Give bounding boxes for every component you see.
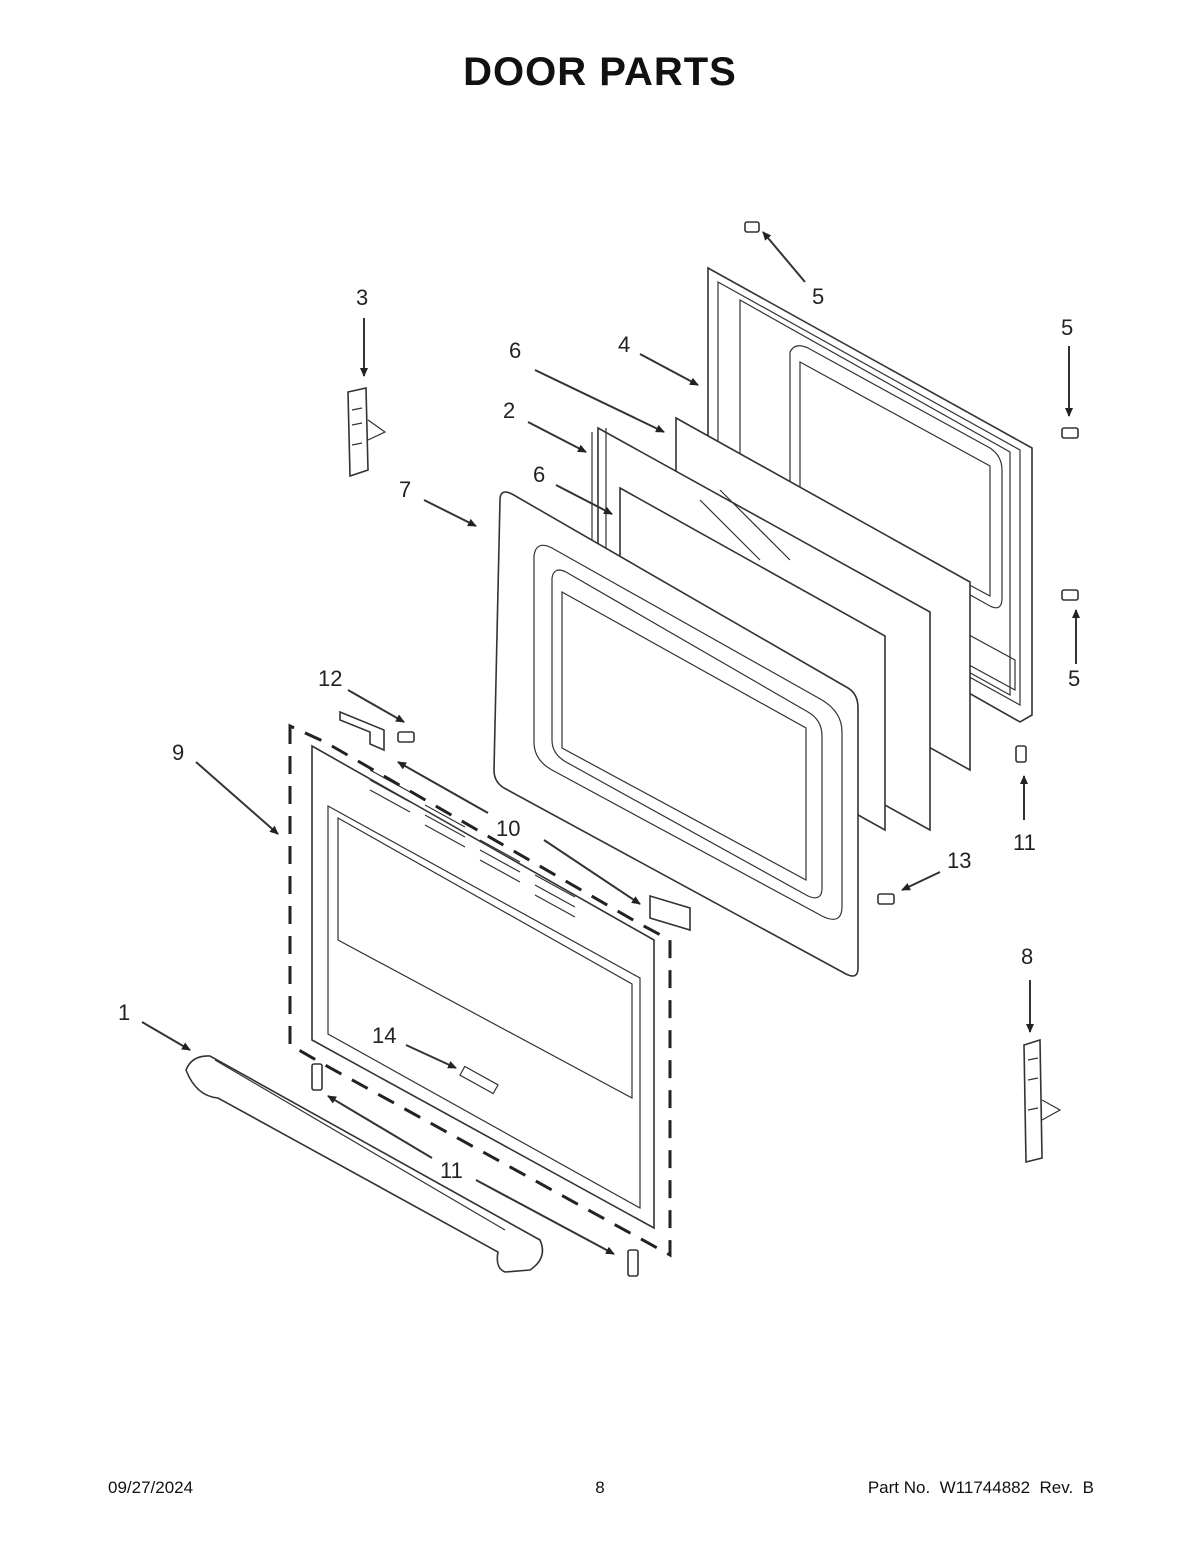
- outer-door-panel: [311, 744, 655, 1230]
- callout-1: 1: [118, 1000, 130, 1025]
- door-frame: [493, 491, 859, 977]
- panel-assembly-outline: [288, 723, 672, 1258]
- callout-5-lower: 5: [1068, 666, 1080, 691]
- callout-2: 2: [503, 398, 515, 423]
- callout-14: 14: [372, 1023, 396, 1048]
- callout-11-bottom: 11: [440, 1158, 463, 1183]
- callout-5-top: 5: [812, 284, 824, 309]
- leader-lines: [141, 231, 1080, 1255]
- bracket-left: [339, 710, 385, 752]
- callout-4: 4: [618, 332, 630, 357]
- callout-10: 10: [496, 816, 520, 841]
- hinge-right: [1023, 1038, 1062, 1164]
- callout-9: 9: [172, 740, 184, 765]
- footer-page-number: 8: [595, 1478, 605, 1497]
- callout-13: 13: [947, 848, 971, 873]
- callout-6-front: 6: [533, 462, 545, 487]
- callout-8: 8: [1021, 944, 1033, 969]
- footer-date: 09/27/2024: [108, 1478, 194, 1497]
- callout-3: 3: [356, 285, 368, 310]
- callout-5-right: 5: [1061, 315, 1073, 340]
- callout-11-right: 11: [1013, 830, 1036, 855]
- hinge-left: [347, 387, 387, 478]
- screws: [311, 221, 1079, 1277]
- bracket-right: [649, 894, 691, 932]
- callout-6-back: 6: [509, 338, 521, 363]
- callout-12: 12: [318, 666, 342, 691]
- callout-7: 7: [399, 477, 411, 502]
- page-title: DOOR PARTS: [463, 50, 737, 94]
- footer-part-number: Part No. W11744882 Rev. B: [867, 1478, 1094, 1497]
- door-handle: [185, 1055, 544, 1273]
